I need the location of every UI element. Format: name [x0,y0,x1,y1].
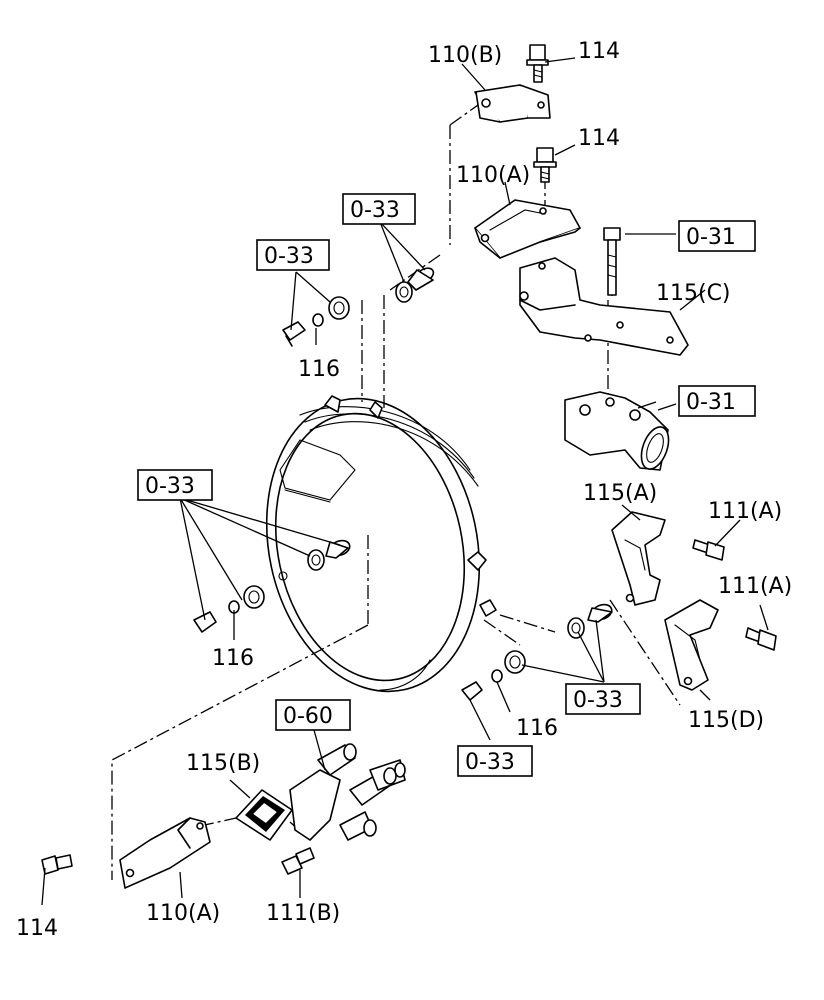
label-115c: 115(C) [656,281,731,306]
ref-box-060: 0-60 [275,699,351,731]
label-115d: 115(D) [688,708,764,733]
bolt-031 [603,227,621,296]
label-110b: 110(B) [428,43,502,68]
water-outlet-housing [564,391,670,471]
bracket-115d [664,599,719,691]
ref-box-033-a: 0-33 [342,193,416,225]
ref-box-031-b: 0-31 [678,385,756,417]
ref-box-033-c: 0-33 [137,469,213,501]
label-111a-2: 111(A) [718,574,792,599]
pipe-assembly-060 [289,743,406,841]
bolt-111b [281,847,315,875]
bushing-pair-left-mid [307,539,351,571]
bolt-111a-2 [745,627,777,651]
label-115a: 115(A) [583,481,657,506]
svg-text:0-33: 0-33 [145,474,195,499]
reference-boxes: 0-33 0-33 0-31 0-31 0-33 0-33 0-60 0-33 [137,193,756,777]
label-111b: 111(B) [266,901,340,926]
label-110a-bottom: 110(A) [146,901,220,926]
label-116-3: 116 [516,716,558,741]
fan-shroud [265,395,497,693]
svg-text:0-31: 0-31 [686,390,736,415]
label-111a-1: 111(A) [708,499,782,524]
bracket-115a [611,511,666,606]
svg-text:0-33: 0-33 [264,244,314,269]
label-leaders [41,57,769,906]
ref-box-031-a: 0-31 [678,220,756,252]
label-116-2: 116 [212,646,254,671]
bushing-pair-right [567,603,613,639]
rubber-mount-115b [235,789,293,841]
svg-text:0-33: 0-33 [350,198,400,223]
label-110a-top: 110(A) [456,163,530,188]
svg-text:0-33: 0-33 [573,688,623,713]
svg-text:0-60: 0-60 [283,704,333,729]
bracket-110a-bottom [119,817,211,889]
ref-box-033-b: 0-33 [256,239,330,271]
part-labels: 110(B) 114 114 110(A) 115(C) 115(A) 111(… [16,39,792,941]
bushing-pair-left-lower [193,585,265,633]
ref-box-033-e: 0-33 [457,745,533,777]
bushing-pair-upper [395,267,435,303]
bushing-pair-left-upper [282,296,350,347]
bolt-114-bottom [41,854,73,875]
label-116-1: 116 [298,357,340,382]
bolt-111a-1 [692,539,725,561]
ref-box-033-d: 0-33 [565,683,641,715]
bracket-115c [519,257,689,356]
bolt-114-top [526,44,549,83]
bushing-pair-lower-right [461,650,526,701]
bolt-114-mid [533,147,557,183]
label-114-bottom: 114 [16,916,58,941]
label-114-top: 114 [578,39,620,64]
bracket-110a-top [474,199,581,259]
bracket-110b [474,84,551,123]
label-115b: 115(B) [186,751,260,776]
svg-text:0-31: 0-31 [686,225,736,250]
label-114-mid: 114 [578,126,620,151]
svg-text:0-33: 0-33 [465,750,515,775]
